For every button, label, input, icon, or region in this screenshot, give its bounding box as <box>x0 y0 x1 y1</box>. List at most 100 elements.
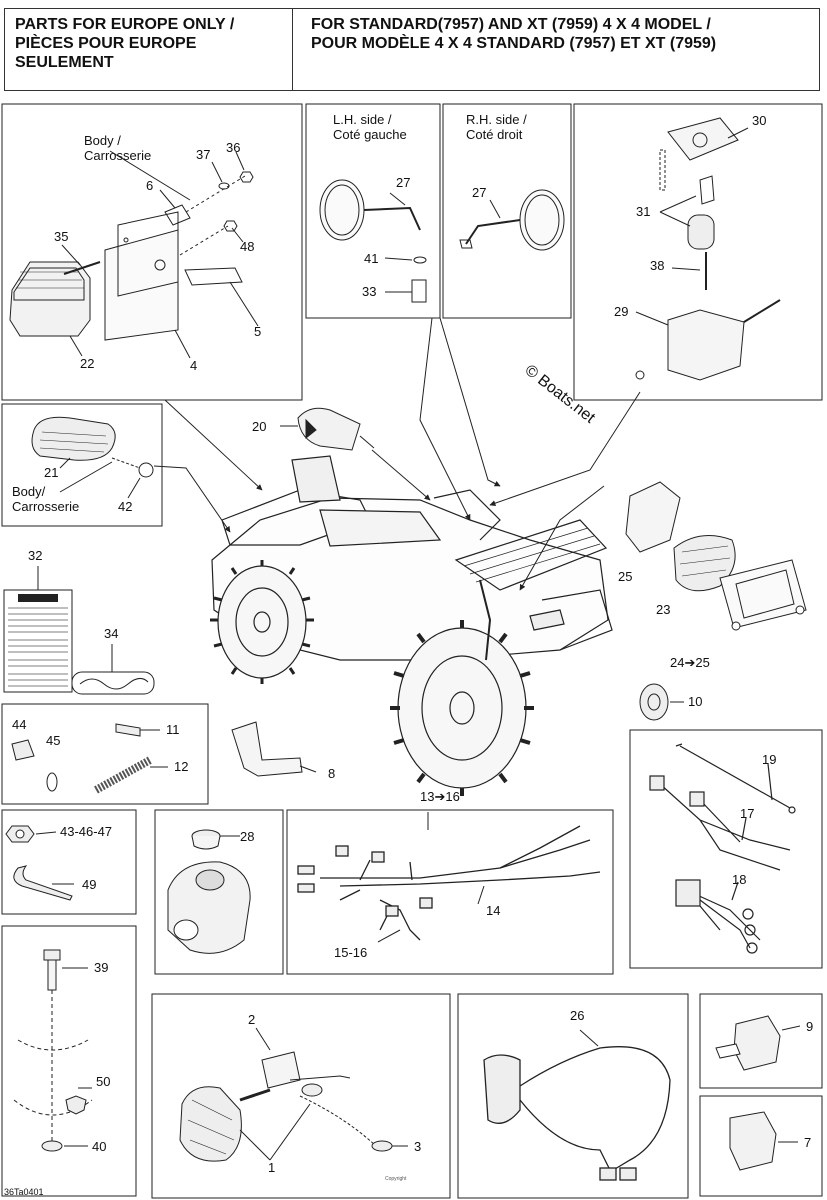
callout-9: 9 <box>806 1019 813 1034</box>
label-body-en: Body / <box>84 133 121 148</box>
callout-13-16: 13➔16 <box>420 789 460 804</box>
switch-harness-26 <box>483 1029 671 1181</box>
callout-3: 3 <box>414 1139 421 1154</box>
relay-7 <box>729 1111 777 1171</box>
bolt-39-head <box>43 949 61 961</box>
plate-bracket-4 <box>104 229 179 341</box>
callout-11: 11 <box>166 722 180 737</box>
washer-50 <box>65 1095 87 1115</box>
nut-36 <box>239 171 254 183</box>
panel-main-harness <box>286 809 614 975</box>
main-harness-14 <box>297 812 601 943</box>
callout-50: 50 <box>96 1074 110 1089</box>
plate-hole <box>154 259 166 271</box>
turn-signal-lamp <box>179 1086 242 1162</box>
figure-code: 36Ta0401 <box>4 1187 44 1197</box>
bracket-29 <box>667 309 745 381</box>
atv-vehicle <box>210 455 613 796</box>
header-box: PARTS FOR EUROPE ONLY / PIÈCES POUR EURO… <box>4 8 820 91</box>
panel-ignition-switch <box>573 103 823 401</box>
callout-38: 38 <box>650 258 664 273</box>
washer-41 <box>413 256 427 264</box>
callout-18: 18 <box>732 872 746 887</box>
callout-28: 28 <box>240 829 254 844</box>
callout-36: 36 <box>226 140 240 155</box>
adapter-33 <box>411 279 427 303</box>
callout-12: 12 <box>174 759 188 774</box>
callout-40: 40 <box>92 1139 106 1154</box>
panel-bolt-washer <box>1 925 137 1197</box>
headlight-23 <box>673 535 736 592</box>
decal-34 <box>71 644 155 695</box>
fuse-11 <box>115 723 141 737</box>
nut-3 <box>371 1140 393 1152</box>
panel-sub-harnesses <box>629 729 823 969</box>
panel-relay-7 <box>699 1095 823 1197</box>
horn-10 <box>639 683 669 721</box>
callout-30: 30 <box>752 113 766 128</box>
callout-14: 14 <box>486 903 500 918</box>
callout-8: 8 <box>328 766 335 781</box>
panel-reflector <box>1 403 163 527</box>
rear-wheel <box>210 560 314 684</box>
callout-27-rh: 27 <box>472 185 486 200</box>
nut-48 <box>223 220 238 232</box>
nut-42 <box>138 462 154 478</box>
callout-4: 4 <box>190 358 197 373</box>
callout-32: 32 <box>28 548 42 563</box>
reflector-21 <box>31 416 116 461</box>
bracket-8 <box>231 721 303 777</box>
sleeve-12 <box>94 756 152 794</box>
header-left-line1: PARTS FOR EUROPE ONLY / <box>15 16 235 33</box>
mount-plate <box>117 211 179 297</box>
panel-small-parts <box>1 703 209 805</box>
callout-22: 22 <box>80 356 94 371</box>
callout-34: 34 <box>104 626 118 641</box>
rh-mirror-27 <box>519 189 565 251</box>
callout-49: 49 <box>82 877 96 892</box>
front-wheel <box>390 620 534 796</box>
callout-43-46-47: 43-46-47 <box>60 824 112 839</box>
label-body2-en: Body/ <box>12 484 46 499</box>
callout-19: 19 <box>762 752 776 767</box>
label-body2-fr: Carrosserie <box>12 499 79 514</box>
panel-nut-tie <box>1 809 137 915</box>
header-right-line1: FOR STANDARD(7957) AND XT (7959) 4 X 4 M… <box>311 16 711 33</box>
label-lh-fr: Coté gauche <box>333 127 407 142</box>
callout-7: 7 <box>804 1135 811 1150</box>
copyright-note: Copyright <box>385 1176 407 1182</box>
callout-15-16: 15-16 <box>334 945 367 960</box>
header-model: FOR STANDARD(7957) AND XT (7959) 4 X 4 M… <box>293 9 819 90</box>
callout-20: 20 <box>252 419 266 434</box>
callout-24-25: 24➔25 <box>670 655 710 670</box>
tail-light-22 <box>9 261 91 337</box>
label-rh-fr: Coté droit <box>466 127 523 142</box>
callout-6: 6 <box>146 178 153 193</box>
grommet-44 <box>11 739 35 761</box>
callout-2: 2 <box>248 1012 255 1027</box>
harness-17 <box>659 783 791 871</box>
header-left-line3: SEULEMENT <box>15 54 114 71</box>
relay-9 <box>733 1015 781 1071</box>
callout-29: 29 <box>614 304 628 319</box>
header-right-line2: POUR MODÈLE 4 X 4 STANDARD (7957) ET XT … <box>311 35 717 52</box>
callout-10: 10 <box>688 694 702 709</box>
callout-44: 44 <box>12 717 26 732</box>
header-left-line2: PIÈCES POUR EUROPE <box>15 35 197 52</box>
callout-33: 33 <box>362 284 376 299</box>
callout-37: 37 <box>196 147 210 162</box>
callout-17: 17 <box>740 806 754 821</box>
label-body-fr: Carrosserie <box>84 148 151 163</box>
o-ring-45 <box>46 772 58 792</box>
callout-27-lh: 27 <box>396 175 410 190</box>
callout-31: 31 <box>636 204 650 219</box>
lh-mirror-27 <box>319 179 365 241</box>
callout-48: 48 <box>240 239 254 254</box>
gasket-5 <box>184 267 243 286</box>
panel-lh-mirror <box>305 103 441 319</box>
headlight-housing-25 <box>625 481 681 553</box>
callout-25: 25 <box>618 569 632 584</box>
ignition-switch-31 <box>687 214 715 250</box>
grommet-2 <box>261 1051 301 1089</box>
